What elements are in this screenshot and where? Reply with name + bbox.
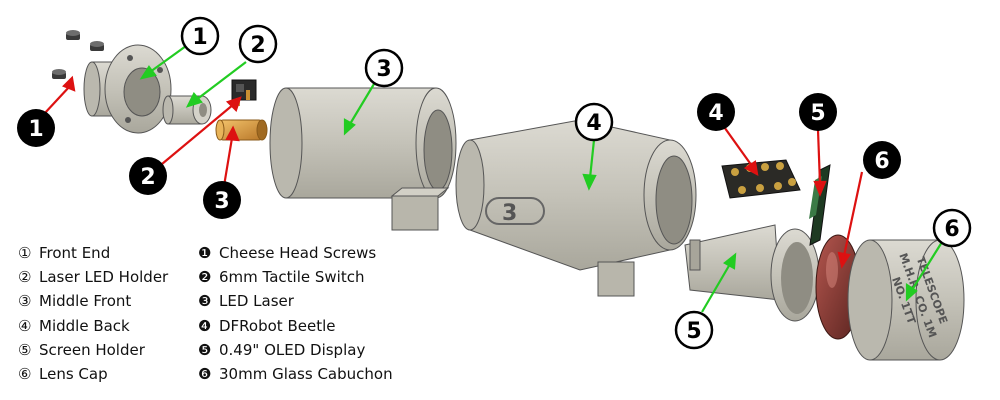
callout-pp-6: 6 — [932, 208, 972, 248]
middle-front-part — [269, 87, 457, 231]
legend-item: ⑥ Lens Cap — [18, 362, 168, 386]
legend-item: ❻ 30mm Glass Cabuchon — [198, 362, 393, 386]
svg-text:3: 3 — [214, 189, 229, 214]
legend-item: ❺ 0.49" OLED Display — [198, 338, 393, 362]
legend-marker: ❶ — [198, 244, 212, 262]
legend-label: DFRobot Beetle — [219, 316, 336, 335]
legend-marker: ④ — [18, 316, 32, 335]
callout-hw-5: 5 — [799, 93, 837, 131]
callout-pp-3: 3 — [364, 48, 404, 88]
hardware-arrows — [43, 75, 864, 269]
legend-label: Screen Holder — [39, 340, 145, 359]
arrow-hw-5 — [813, 129, 827, 197]
arrow-pp-2 — [185, 61, 247, 108]
printed-parts-legend: ① Front End ② Laser LED Holder ③ Middle Fro… — [18, 241, 168, 386]
legend-item: ④ Middle Back — [18, 314, 168, 338]
hardware-callouts: 1 2 3 4 5 6 — [17, 93, 901, 219]
callout-hw-4: 4 — [697, 93, 735, 131]
legend-item: ❸ LED Laser — [198, 289, 393, 313]
callout-pp-4: 4 — [574, 102, 614, 142]
legend-label: Front End — [39, 244, 111, 262]
legend-label: Middle Front — [39, 292, 132, 311]
middle-back-part: 3 — [455, 119, 697, 297]
callout-hw-1: 1 — [17, 109, 55, 147]
arrow-hw-4 — [721, 123, 759, 177]
legend-label: LED Laser — [219, 292, 294, 311]
callout-hw-6: 6 — [863, 141, 901, 179]
svg-text:5: 5 — [810, 101, 825, 126]
cheese-head-screws — [52, 30, 104, 79]
callout-pp-2: 2 — [238, 24, 278, 64]
legend-label: 0.49" OLED Display — [219, 340, 366, 359]
arrow-hw-6 — [837, 171, 864, 269]
legend-marker: ❻ — [198, 365, 212, 384]
arrow-hw-3 — [222, 125, 240, 187]
laser-led-holder-part — [162, 95, 212, 125]
legend-item: ② Laser LED Holder — [18, 265, 168, 289]
legend-label: Laser LED Holder — [39, 268, 169, 287]
front-end-part — [83, 44, 172, 134]
legend-item: ⑤ Screen Holder — [18, 338, 168, 362]
svg-text:4: 4 — [586, 111, 601, 136]
svg-text:2: 2 — [250, 33, 265, 58]
callout-hw-2: 2 — [129, 157, 167, 195]
legend-item: ❶ Cheese Head Screws — [198, 241, 393, 265]
svg-text:3: 3 — [376, 57, 391, 82]
arrow-hw-2 — [161, 96, 242, 165]
legend-marker: ⑤ — [18, 340, 32, 359]
legend-marker: ③ — [18, 292, 32, 311]
arrow-pp-4 — [582, 139, 597, 191]
legend-item: ① Front End — [18, 241, 168, 265]
legend-item: ❹ DFRobot Beetle — [198, 314, 393, 338]
arrow-pp-3 — [343, 83, 375, 136]
legend-marker: ❷ — [198, 268, 212, 287]
legend-marker: ② — [18, 268, 32, 287]
legend-label: Cheese Head Screws — [219, 244, 377, 262]
legend-marker: ⑥ — [18, 365, 32, 384]
legend-marker: ❸ — [198, 292, 212, 311]
legend-marker: ❺ — [198, 340, 212, 359]
screw — [66, 30, 80, 40]
legend-label: Middle Back — [39, 316, 130, 335]
svg-text:2: 2 — [140, 165, 155, 190]
dfrobot-beetle — [721, 159, 801, 199]
arrow-pp-1 — [139, 45, 187, 80]
legend-marker: ① — [18, 244, 32, 262]
tactile-switch — [231, 79, 257, 106]
legend-label: 6mm Tactile Switch — [219, 268, 365, 287]
engraved-part-number: 3 — [502, 201, 517, 226]
callout-pp-5: 5 — [674, 310, 714, 350]
legend-marker: ❹ — [198, 316, 212, 335]
arrow-pp-6 — [905, 241, 943, 302]
screw — [52, 69, 66, 79]
svg-text:1: 1 — [28, 117, 43, 142]
svg-text:6: 6 — [944, 217, 959, 242]
lens-cap-part: TELESCOPE M.H.R. CO. 1M NO. 1TT — [847, 239, 965, 361]
svg-text:1: 1 — [192, 25, 207, 50]
legend-label: Lens Cap — [39, 365, 108, 384]
svg-text:5: 5 — [686, 319, 701, 344]
arrow-hw-1 — [43, 75, 76, 115]
legend-item: ③ Middle Front — [18, 289, 168, 313]
arrow-pp-5 — [701, 252, 737, 313]
printed-arrows — [139, 45, 943, 313]
legend-label: 30mm Glass Cabuchon — [219, 365, 393, 384]
printed-callouts: 1 2 3 4 5 6 — [180, 16, 972, 350]
callout-pp-1: 1 — [180, 16, 220, 56]
led-laser — [215, 119, 268, 141]
legend-item: ❷ 6mm Tactile Switch — [198, 265, 393, 289]
svg-text:6: 6 — [874, 149, 889, 174]
screw — [90, 41, 104, 51]
svg-text:4: 4 — [708, 101, 723, 126]
callout-hw-3: 3 — [203, 181, 241, 219]
